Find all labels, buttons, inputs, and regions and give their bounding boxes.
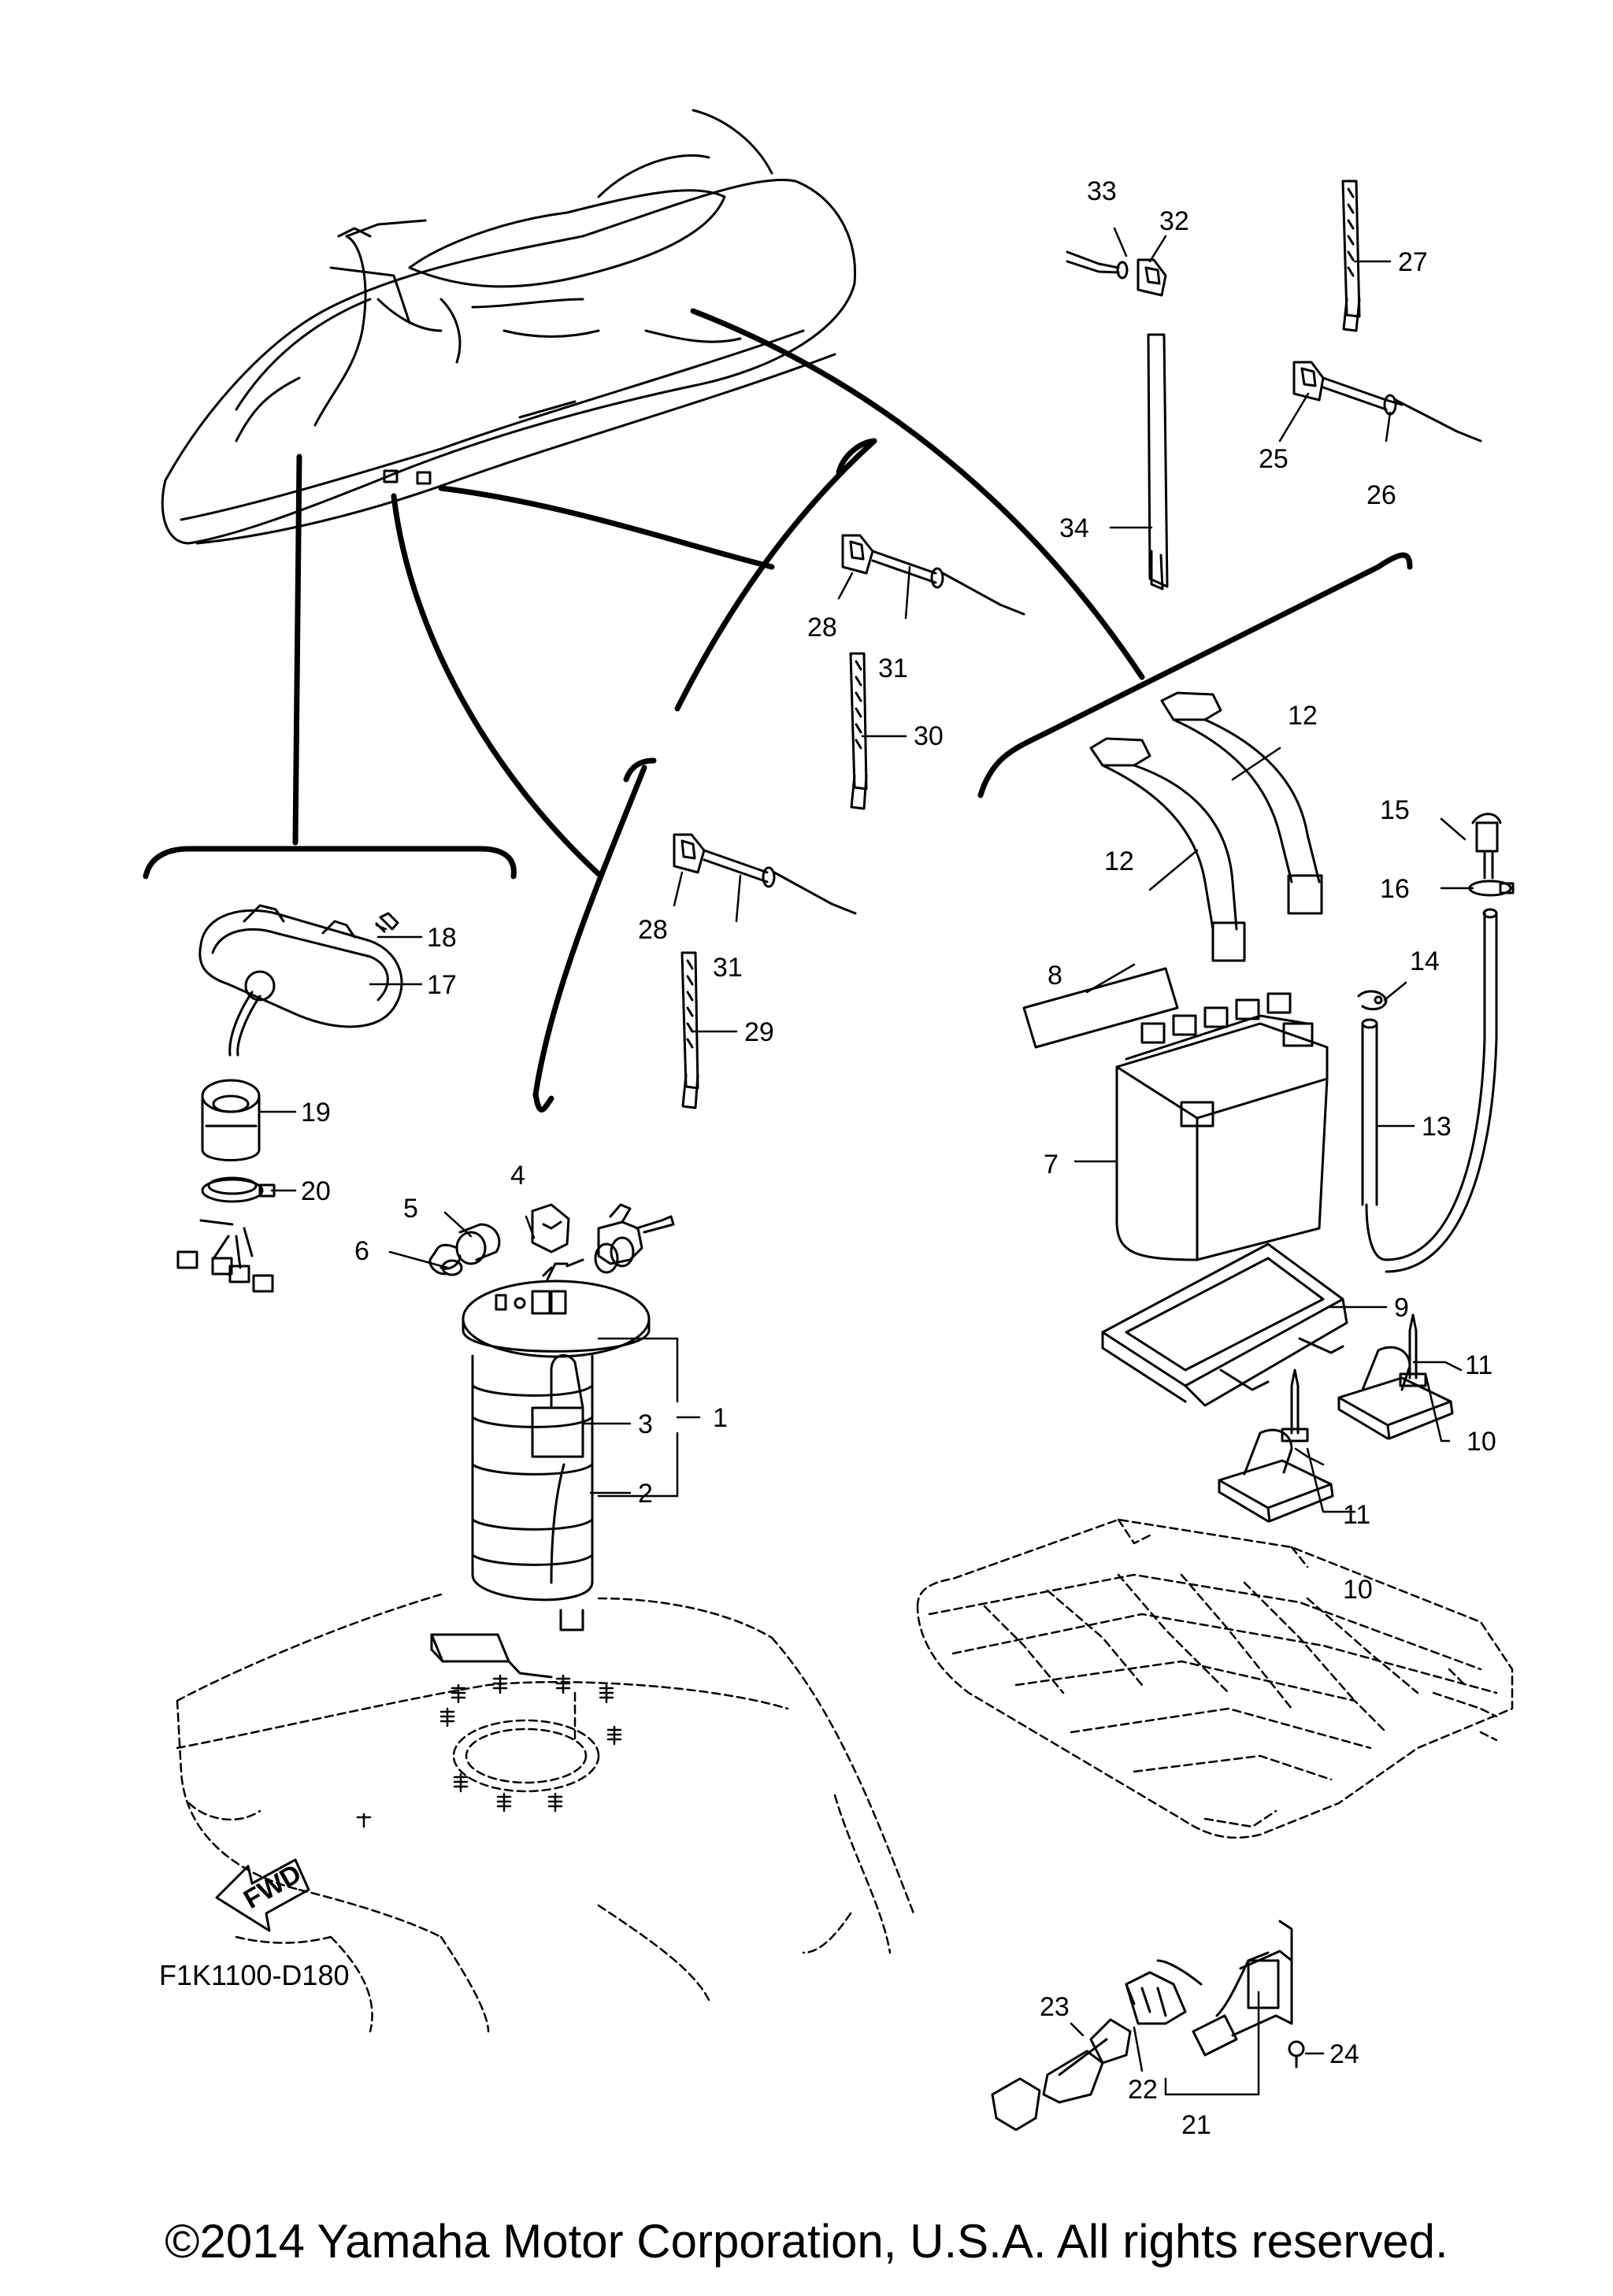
callout-25: 25 [1259, 444, 1289, 474]
battery-assembly [1022, 691, 1515, 1407]
callout-27: 27 [1398, 247, 1428, 277]
filter-cover-assembly [176, 904, 403, 1293]
callout-leaders [258, 227, 1474, 2096]
callout-7: 7 [1044, 1150, 1059, 1179]
callout-10-upper: 10 [1467, 1427, 1496, 1457]
callout-30: 30 [914, 721, 944, 751]
callout-12-lower: 12 [1104, 846, 1134, 876]
callout-20: 20 [301, 1176, 331, 1206]
callout-10-lower: 10 [1343, 1575, 1373, 1605]
callout-17: 17 [427, 970, 457, 1000]
callout-labels: 1 2 3 4 5 6 7 8 9 10 10 11 11 12 12 13 1… [239, 176, 1496, 2140]
group-brackets [143, 438, 1413, 1113]
callout-18: 18 [427, 923, 457, 953]
callout-32: 32 [1159, 206, 1189, 236]
mounting-frame [916, 1518, 1514, 1839]
callout-9: 9 [1394, 1293, 1409, 1323]
callout-28-lower: 28 [638, 915, 668, 945]
callout-4: 4 [510, 1161, 525, 1191]
callout-22: 22 [1128, 2075, 1158, 2105]
callout-14: 14 [1410, 946, 1440, 976]
callout-16: 16 [1380, 874, 1410, 904]
callout-24: 24 [1329, 2039, 1359, 2069]
callout-31-lower: 31 [713, 953, 743, 983]
callout-19: 19 [301, 1098, 331, 1128]
battery-bracket-parts [1218, 1313, 1454, 1523]
clips-ties-rivets [673, 180, 1482, 1109]
callout-2: 2 [638, 1479, 653, 1509]
watercraft-outline [161, 109, 857, 545]
fuel-tank-outline [176, 1593, 915, 2033]
drawing-code: F1K1100-D180 [159, 1959, 350, 1991]
copyright-notice: ©2014 Yamaha Motor Corporation, U.S.A. A… [165, 2215, 1448, 2268]
mounting-studs [356, 1674, 622, 1828]
sensor-assembly [991, 1920, 1305, 2131]
callout-21: 21 [1181, 2110, 1211, 2140]
callout-31-upper: 31 [878, 654, 908, 683]
callout-28-upper: 28 [807, 613, 837, 643]
callout-6: 6 [354, 1236, 369, 1266]
callout-15: 15 [1380, 795, 1410, 825]
callout-33: 33 [1087, 176, 1117, 206]
callout-11-upper: 11 [1465, 1350, 1492, 1380]
callout-1: 1 [713, 1403, 728, 1433]
callout-26: 26 [1366, 480, 1396, 510]
callout-3: 3 [638, 1409, 653, 1439]
callout-23: 23 [1040, 1992, 1070, 2022]
fuel-pump-assembly [428, 1203, 675, 1679]
callout-12-upper: 12 [1288, 701, 1318, 731]
callout-8: 8 [1048, 961, 1062, 991]
callout-13: 13 [1422, 1112, 1452, 1142]
callout-11-lower: 11 [1343, 1500, 1370, 1530]
callout-34: 34 [1059, 513, 1089, 543]
fwd-arrow [215, 1858, 310, 1932]
callout-29: 29 [744, 1017, 774, 1047]
callout-5: 5 [403, 1194, 418, 1224]
